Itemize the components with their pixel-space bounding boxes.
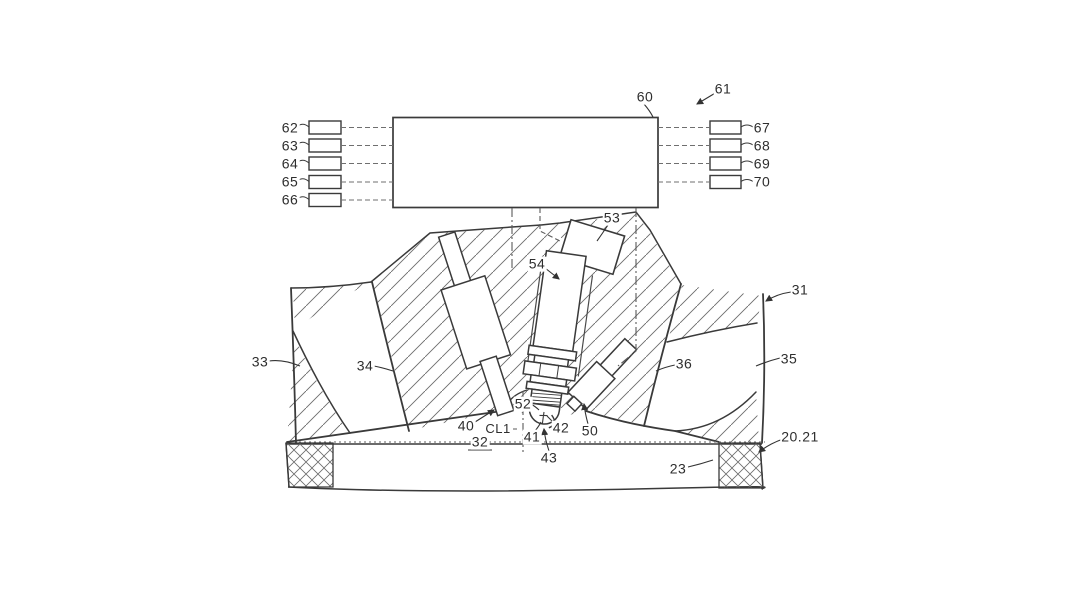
label-67: 67 bbox=[752, 119, 772, 136]
intake-valve-40 bbox=[437, 230, 515, 417]
label-65: 65 bbox=[280, 173, 300, 190]
label-20-21: 20.21 bbox=[780, 428, 820, 445]
spark-plug-54 bbox=[522, 249, 594, 429]
label-cl1: CL1 bbox=[484, 421, 512, 437]
control-lines-to-engine bbox=[511, 208, 637, 367]
label-62: 62 bbox=[280, 119, 300, 136]
valve-stem-bottom bbox=[479, 355, 515, 417]
leader-33 bbox=[268, 360, 301, 367]
roof-left bbox=[286, 410, 503, 443]
label-33: 33 bbox=[250, 353, 270, 370]
arrow-43 bbox=[541, 427, 550, 452]
label-68: 68 bbox=[752, 137, 772, 154]
label-70: 70 bbox=[752, 173, 772, 190]
piston-left-hatched-block bbox=[285, 442, 334, 488]
label-40: 40 bbox=[456, 417, 476, 434]
arrow-61 bbox=[696, 91, 718, 105]
label-41: 41 bbox=[522, 428, 542, 445]
leader-36 bbox=[655, 364, 676, 372]
label-52: 52 bbox=[513, 395, 533, 412]
arrow-31 bbox=[765, 291, 792, 302]
output-boxes bbox=[709, 120, 742, 190]
exhaust-port-lower-curve bbox=[674, 391, 757, 432]
label-31: 31 bbox=[790, 281, 810, 298]
label-54: 54 bbox=[527, 255, 547, 272]
label-60: 60 bbox=[635, 88, 655, 105]
label-61: 61 bbox=[713, 80, 733, 97]
piston-section bbox=[285, 441, 766, 492]
combustion-chamber-outline bbox=[286, 211, 766, 444]
label-50: 50 bbox=[580, 422, 600, 439]
label-34: 34 bbox=[355, 357, 375, 374]
label-23: 23 bbox=[668, 460, 688, 477]
label-36: 36 bbox=[674, 355, 694, 372]
signal-dashed-lines bbox=[341, 126, 710, 201]
ecu-box-60 bbox=[392, 116, 659, 209]
exhaust-port-left-line bbox=[643, 283, 682, 427]
label-66: 66 bbox=[280, 191, 300, 208]
cylinder-sensor-50 bbox=[565, 337, 638, 413]
leader-lines bbox=[268, 91, 792, 468]
head-top-boundary bbox=[370, 211, 682, 285]
left-wall-33 bbox=[290, 287, 297, 444]
arrow-50 bbox=[581, 402, 589, 425]
leader-60 bbox=[643, 103, 654, 118]
label-42: 42 bbox=[551, 419, 571, 436]
piston-bottom-line bbox=[287, 485, 766, 492]
input-boxes bbox=[308, 120, 342, 208]
label-69: 69 bbox=[752, 155, 772, 172]
exhaust-port-upper-curve bbox=[666, 322, 758, 343]
leader-35 bbox=[755, 357, 781, 367]
leader-34 bbox=[373, 365, 394, 372]
leader-23 bbox=[687, 459, 714, 468]
arrow-40 bbox=[474, 409, 495, 423]
intake-port-lower-curve bbox=[292, 330, 351, 434]
arrow-54 bbox=[544, 267, 560, 280]
control-unit-diagram bbox=[297, 116, 754, 367]
leader-53 bbox=[596, 224, 609, 242]
center-electrode-41 bbox=[539, 411, 548, 424]
label-35: 35 bbox=[779, 350, 799, 367]
label-63: 63 bbox=[280, 137, 300, 154]
right-wall-31 bbox=[761, 293, 766, 444]
label-64: 64 bbox=[280, 155, 300, 172]
label-32: 32 bbox=[470, 433, 490, 450]
piston-right-hatched-block bbox=[718, 442, 764, 489]
roof-right bbox=[585, 410, 720, 443]
label-43: 43 bbox=[539, 449, 559, 466]
label-53: 53 bbox=[602, 209, 622, 226]
intake-port-upper-line bbox=[371, 281, 410, 432]
